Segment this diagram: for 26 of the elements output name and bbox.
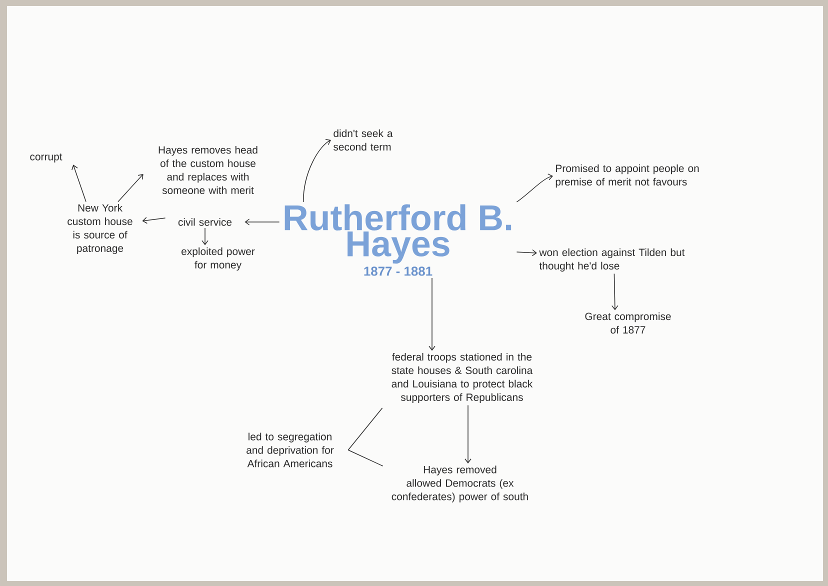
- note-text: won election against Tilden but thought he'd lose: [539, 248, 685, 272]
- arrow: [72, 164, 86, 202]
- note-text: exploited power for money: [182, 247, 255, 271]
- arrow: [464, 404, 472, 464]
- connector-line: [348, 408, 383, 450]
- note-text: Great compromise of 1877: [585, 312, 671, 334]
- arrow: [428, 278, 436, 351]
- arrow: [244, 218, 280, 226]
- connector-line: [348, 450, 384, 466]
- note-text: Hayes removes head of the custom house and replaces with someone with merit: [158, 146, 258, 194]
- arrow: [302, 139, 331, 202]
- note-text: federal troops stationed in the state houses & South carolina and Louisiana to protect black supporters of Republicans: [392, 352, 533, 404]
- arrow: [516, 249, 537, 256]
- note-text: Hayes removed allowed Democrats (ex confederates) power of south: [392, 466, 528, 502]
- note-text: corrupt: [30, 154, 62, 162]
- arrow: [202, 228, 208, 246]
- arrow: [516, 174, 553, 202]
- arrow: [142, 217, 166, 224]
- note-text: civil service: [178, 218, 232, 226]
- arrow: [118, 174, 144, 202]
- arrow: [612, 273, 618, 310]
- title-text: Rutherford B. Hayes 1877 - 1881: [284, 204, 512, 276]
- note-text: didn't seek a second term: [334, 129, 393, 151]
- note-text: New York custom house is source of patronage: [68, 204, 132, 254]
- note-text: led to segregation and deprivation for African Americans: [246, 432, 334, 468]
- note-text: Promised to appoint people on premise of merit not favours: [556, 164, 699, 188]
